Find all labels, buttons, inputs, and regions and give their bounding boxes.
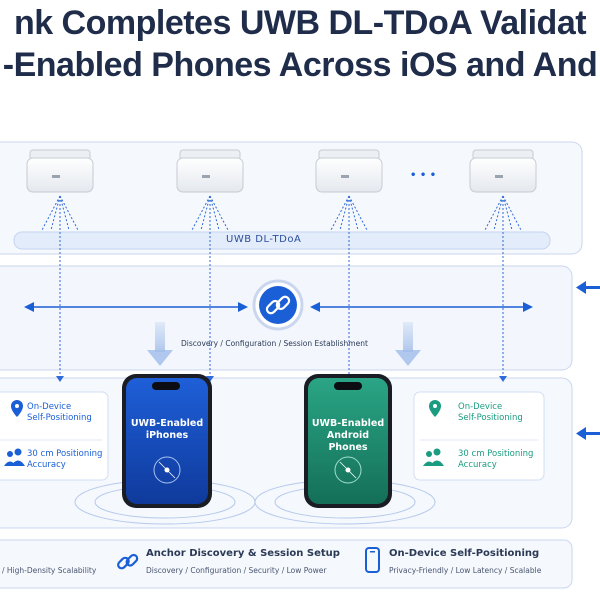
- link-icon: [252, 279, 304, 331]
- side-double-arrow-upper: [576, 281, 600, 294]
- left-card-item-1-line1: On-Device: [27, 402, 72, 412]
- right-card-item-2-line1: 30 cm Positioning: [458, 449, 534, 459]
- right-card-item-1-line1: On-Device: [458, 402, 503, 412]
- dl-tdoa-label: UWB DL-TDoA: [226, 234, 302, 245]
- feature-panel: [0, 539, 573, 589]
- left-card-item-2: 30 cm Positioning Accuracy: [27, 449, 102, 471]
- anchor-ellipsis: • • •: [410, 170, 437, 181]
- android-device: [304, 374, 392, 508]
- right-feature-card: [413, 391, 545, 481]
- chain-link-icon: [117, 553, 139, 570]
- uwb-anchor-2: [176, 149, 244, 193]
- bottom-middle-subtitle: Discovery / Configuration / Security / L…: [146, 566, 327, 575]
- bottom-middle-title: Anchor Discovery & Session Setup: [146, 548, 340, 559]
- location-pin-icon: [429, 400, 441, 417]
- dl-tdoa-band: [13, 231, 551, 250]
- android-label-line1: UWB-Enabled: [311, 418, 385, 429]
- location-pin-icon: [11, 400, 23, 417]
- down-arrow-right: [395, 322, 421, 366]
- bottom-right-title: On-Device Self-Positioning: [389, 548, 540, 559]
- left-card-item-1-line2: Self-Positioning: [27, 413, 92, 423]
- bottom-left-subtitle: / High-Density Scalability: [2, 566, 97, 575]
- iphone-label: UWB-Enabled iPhones: [126, 418, 208, 442]
- uwb-anchor-3: [315, 149, 383, 193]
- users-icon: [4, 448, 25, 466]
- side-double-arrow-lower: [576, 427, 600, 440]
- session-arrow-right: [310, 302, 533, 312]
- android-label: UWB-Enabled Android Phones: [308, 418, 388, 454]
- right-card-item-1: On-Device Self-Positioning: [458, 402, 523, 424]
- anchor-panel: [0, 141, 583, 255]
- iphone-device: [122, 374, 212, 508]
- down-arrow-left: [147, 322, 173, 366]
- iphone-label-line2: iPhones: [145, 430, 189, 441]
- bottom-right-subtitle: Privacy-Friendly / Low Latency / Scalabl…: [389, 566, 542, 575]
- left-feature-card: [0, 391, 109, 481]
- right-card-item-2-line2: Accuracy: [458, 460, 497, 470]
- signal-beams: [41, 195, 522, 378]
- session-label: Discovery / Configuration / Session Esta…: [181, 339, 368, 348]
- left-card-item-1: On-Device Self-Positioning: [27, 402, 92, 424]
- uwb-anchor-4: [469, 149, 537, 193]
- android-label-line2: Android Phones: [326, 430, 370, 453]
- headline-line-1: nk Completes UWB DL-TDoA Validat: [13, 4, 587, 42]
- uwb-anchor-1: [26, 149, 94, 193]
- right-card-item-1-line2: Self-Positioning: [458, 413, 523, 423]
- session-arrow-left: [24, 302, 248, 312]
- headline-line-2: -Enabled Phones Across iOS and And: [2, 46, 598, 84]
- smartphone-icon: [365, 547, 380, 573]
- right-card-item-2: 30 cm Positioning Accuracy: [458, 449, 533, 471]
- iphone-label-line1: UWB-Enabled: [130, 418, 204, 429]
- left-card-item-2-line1: 30 cm Positioning: [27, 449, 103, 459]
- left-card-item-2-line2: Accuracy: [27, 460, 66, 470]
- users-icon: [423, 448, 444, 466]
